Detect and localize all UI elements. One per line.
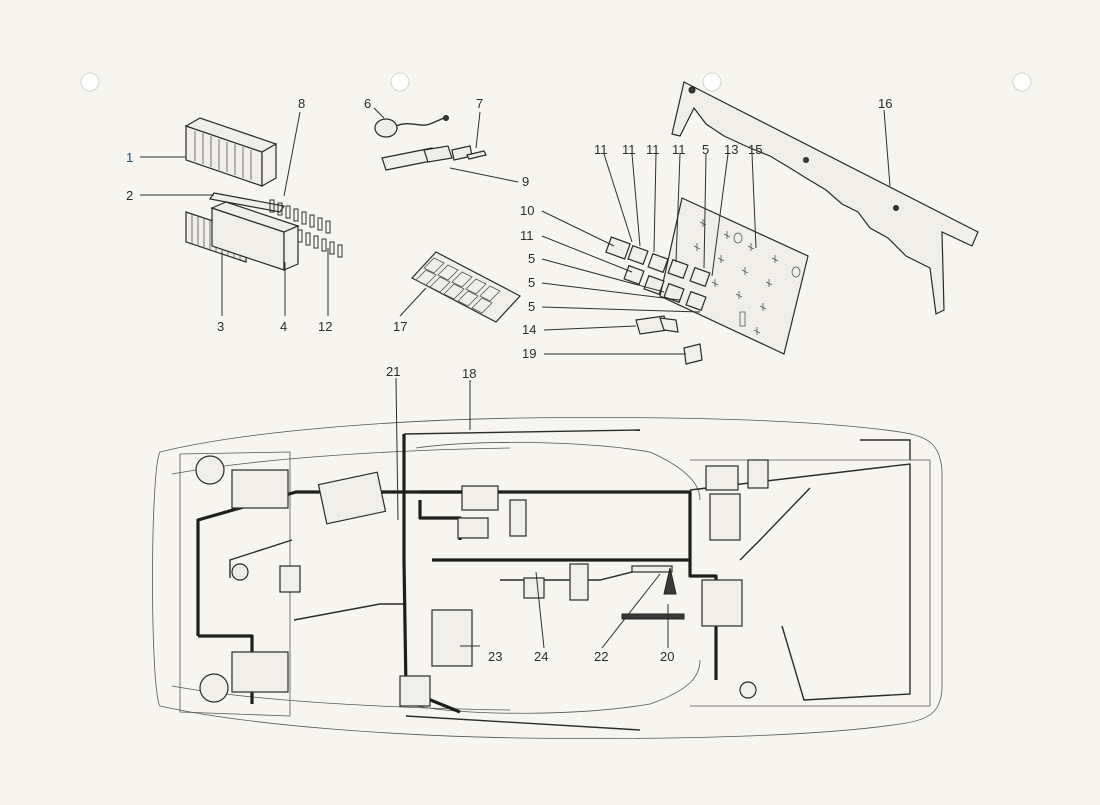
callout-19: 19: [522, 346, 536, 361]
callout-numbers: 1 2 3 4 12 8 6 7 9 17 16 11 11 11 11 5 1…: [126, 96, 892, 664]
fuse-label-strip: [208, 192, 286, 213]
callout-13: 13: [724, 142, 738, 157]
callout-3: 3: [217, 319, 224, 334]
callout-11-c: 11: [646, 142, 660, 157]
callout-7: 7: [476, 96, 483, 111]
callout-21: 21: [386, 364, 400, 379]
small-relay: [683, 343, 703, 365]
callout-24: 24: [534, 649, 548, 664]
callout-12: 12: [318, 319, 332, 334]
callout-2: 2: [126, 188, 133, 203]
callout-1: 1: [126, 150, 133, 165]
mounting-bracket: [671, 81, 979, 315]
callout-14: 14: [522, 322, 536, 337]
leader-lines: [140, 107, 891, 649]
fuses: [269, 199, 343, 258]
connector-pin: [381, 145, 487, 171]
callout-6: 6: [364, 96, 371, 111]
fuse-box-cover: [184, 117, 278, 188]
fuse-box-base: [210, 201, 300, 271]
callout-11-b: 11: [622, 142, 636, 157]
callout-11-a: 11: [594, 142, 608, 157]
harness-components: [195, 455, 769, 707]
flasher-unit: [635, 315, 679, 335]
relay-mounting-plate: [659, 197, 809, 355]
callout-4: 4: [280, 319, 287, 334]
callout-5-c: 5: [528, 275, 535, 290]
punch-holes: [80, 72, 1032, 92]
callout-18: 18: [462, 366, 476, 381]
callout-17: 17: [393, 319, 407, 334]
callout-9: 9: [522, 174, 529, 189]
callout-11-d: 11: [672, 142, 686, 157]
main-wiring-harness: [196, 429, 911, 731]
suppressor-capacitor: [374, 115, 449, 138]
callout-15: 15: [748, 142, 762, 157]
callout-16: 16: [878, 96, 892, 111]
callout-23: 23: [488, 649, 502, 664]
callout-22: 22: [594, 649, 608, 664]
callout-20: 20: [660, 649, 674, 664]
relay-cover-panel: [411, 251, 521, 323]
callout-10: 10: [520, 203, 534, 218]
callout-5-a: 5: [702, 142, 709, 157]
relays: [605, 236, 711, 312]
callout-5-d: 5: [528, 299, 535, 314]
callout-8: 8: [298, 96, 305, 111]
callout-11-e: 11: [520, 228, 534, 243]
callout-5-b: 5: [528, 251, 535, 266]
